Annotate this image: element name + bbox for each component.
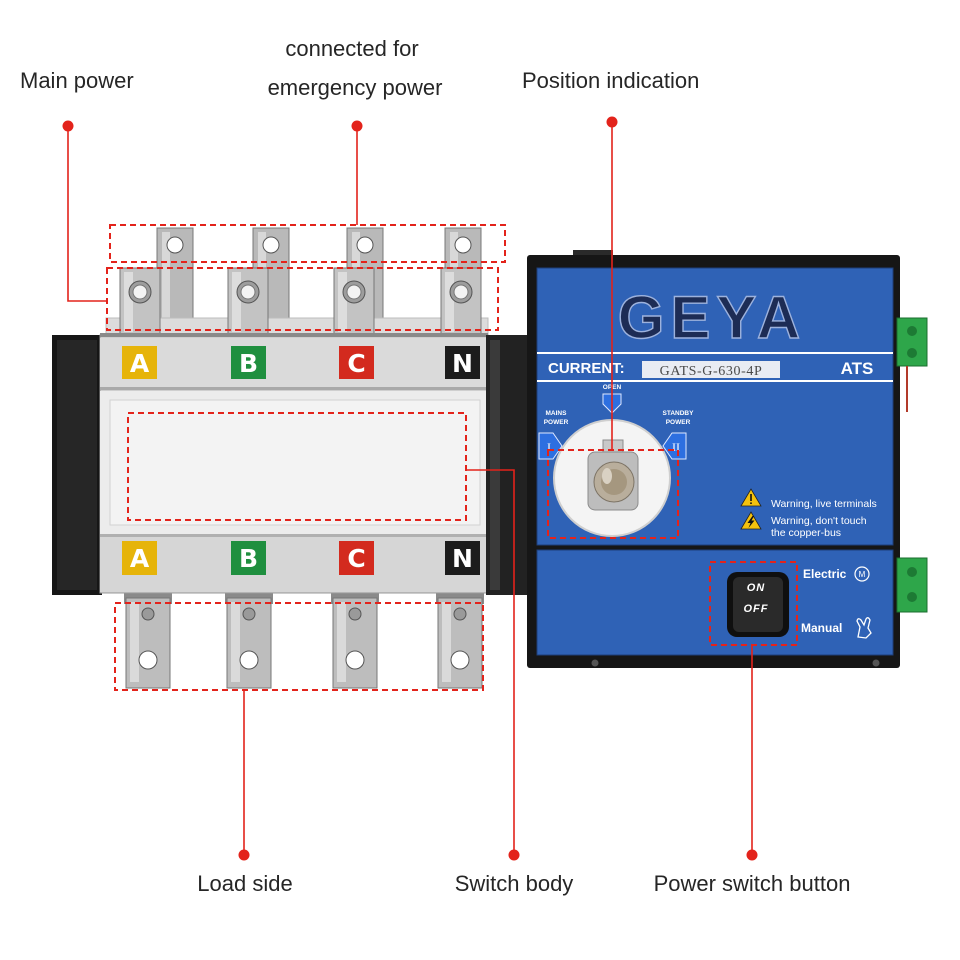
highlight-boxes: [106, 224, 798, 691]
phase-letter-c: C: [347, 544, 365, 573]
phase-letter-a: A: [130, 544, 150, 573]
power-switch: ON OFF: [727, 572, 789, 637]
control-terminal-block-upper: [896, 317, 928, 367]
load-terminal-n: [436, 590, 484, 689]
power-switch-button-label: Power switch button: [654, 871, 851, 896]
load-terminal-c: [331, 590, 379, 689]
phase-letter-a: A: [130, 349, 150, 378]
phase-letter-b: B: [239, 544, 258, 573]
power-switch-box: [709, 561, 798, 646]
phase-badge-a: [122, 346, 157, 379]
phase-badge-a: [122, 541, 157, 575]
switch-body-box: [127, 412, 467, 521]
load-side-box: [114, 602, 484, 691]
main-terminal-n: [440, 267, 482, 341]
controller-box: [527, 250, 900, 668]
switch-body-label: Switch body: [455, 871, 574, 896]
main-terminal-c: [333, 267, 375, 341]
left-end-cap: [52, 335, 102, 595]
control-terminal-block-lower: [896, 557, 928, 613]
phase-letter-n: N: [452, 544, 473, 573]
phase-badges-top: A B C N: [122, 346, 480, 379]
main-power-leader: [67, 126, 107, 302]
load-terminal-b: [225, 590, 273, 689]
motor-icon: M: [854, 566, 870, 582]
position-indication-dot: [606, 116, 618, 128]
emergency-power-label-2: emergency power: [268, 75, 443, 100]
warning-copper-bus: Warning, don't touch: [771, 515, 867, 527]
load-side-label: Load side: [197, 871, 292, 896]
switch-body-dot: [508, 849, 520, 861]
model-number: GATS-G-630-4P: [660, 364, 763, 379]
switch-off-label: OFF: [744, 603, 769, 615]
switch-body: [99, 333, 489, 594]
leader-lines: [67, 122, 753, 855]
standby-position-marker: [662, 432, 687, 460]
model-plate: [642, 361, 780, 378]
phase-badge-n: [445, 346, 480, 379]
switch-body-leader: [466, 469, 515, 855]
position-2-numeral: II: [672, 440, 680, 454]
standby-power-label-2: POWER: [666, 419, 691, 426]
brand-logo: GEYA: [618, 284, 807, 351]
position-indication-label: Position indication: [522, 68, 699, 93]
switch-on-label: ON: [747, 582, 766, 594]
rotary-handle: [587, 439, 639, 511]
model-strip: CURRENT: GATS-G-630-4P ATS: [537, 352, 893, 382]
lightning-warning-icon: [740, 511, 762, 530]
device-type: ATS: [841, 359, 874, 378]
mains-position-marker: [538, 432, 563, 460]
warning-icon: [740, 488, 762, 507]
position-1-numeral: I: [547, 440, 551, 454]
load-terminal-a: [124, 590, 172, 689]
mains-power-label: MAINS: [546, 410, 568, 417]
lower-front-panel: [536, 549, 894, 656]
main-power-label: Main power: [20, 68, 134, 93]
mains-power-label-2: POWER: [544, 419, 569, 426]
load-side-dot: [238, 849, 250, 861]
main-power-box: [106, 267, 499, 331]
leader-dots: [62, 116, 758, 861]
motor-symbol: M: [859, 570, 866, 579]
main-terminal-b: [227, 267, 269, 341]
phase-badge-b: [231, 346, 266, 379]
main-power-dot: [62, 120, 74, 132]
phase-badges-bottom: A B C N: [122, 541, 480, 575]
load-side-terminals: [124, 590, 484, 689]
hand-icon: [856, 617, 872, 639]
emergency-power-dot: [351, 120, 363, 132]
emergency-power-label: connected for: [285, 36, 418, 61]
phase-letter-n: N: [452, 349, 473, 378]
warnings: Warning, live terminals Warning, don't t…: [740, 488, 877, 539]
electric-mode-label: Electric: [803, 567, 847, 581]
main-power-terminals: [119, 267, 482, 341]
current-label: CURRENT:: [548, 360, 625, 377]
phase-badge-b: [231, 541, 266, 575]
standby-power-label: STANDBY: [663, 410, 695, 417]
warning-live-terminals: Warning, live terminals: [771, 498, 877, 510]
power-switch-dot: [746, 849, 758, 861]
manual-mode-label: Manual: [801, 621, 842, 635]
position-indication-box: [547, 449, 679, 539]
warning-copper-bus-2: the copper-bus: [771, 527, 841, 539]
body-connector: [486, 335, 530, 595]
phase-letter-b: B: [239, 349, 258, 378]
phase-letter-c: C: [347, 349, 365, 378]
phase-badge-c: [339, 346, 374, 379]
phase-badge-n: [445, 541, 480, 575]
phase-badge-c: [339, 541, 374, 575]
emergency-power-box: [109, 224, 506, 263]
